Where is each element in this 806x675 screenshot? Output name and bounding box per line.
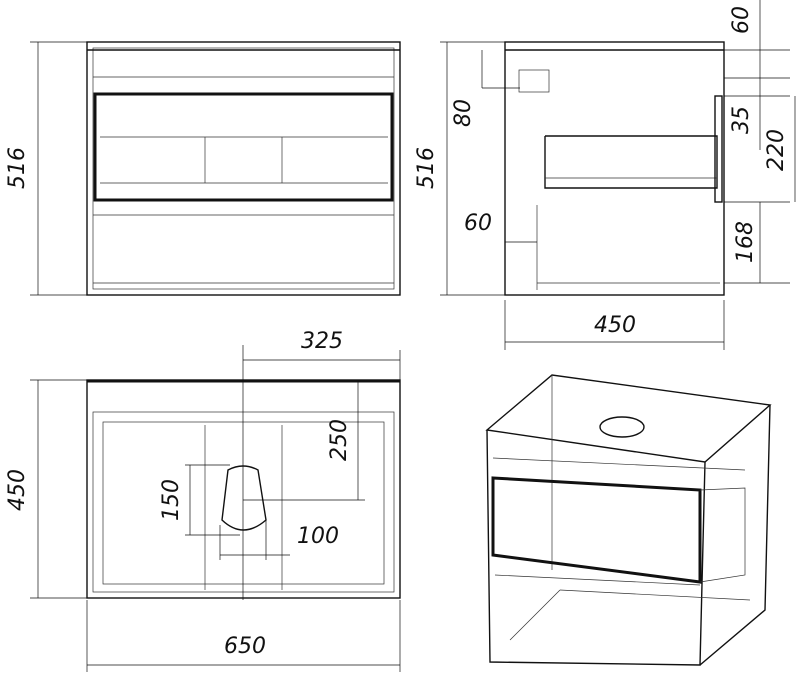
side-depth-label: 450 (594, 313, 636, 338)
front-view: 516 (5, 41, 401, 296)
side-bottom-drawer-label: 168 (733, 221, 758, 263)
iso-sink-hole (599, 416, 645, 438)
side-bottom-offset-label: 60 (464, 211, 492, 236)
hole-offset-x-label: 325 (301, 329, 343, 354)
top-width-label: 650 (224, 634, 266, 659)
side-view: 516 450 80 60 60 35 220 168 (414, 0, 796, 350)
isometric-view (485, 374, 772, 666)
hole-height-label: 150 (159, 479, 184, 521)
hole-offset-y-label: 250 (327, 419, 352, 461)
sink-hole (221, 465, 267, 531)
side-rail-label: 35 (729, 106, 754, 134)
top-depth-label: 450 (5, 469, 30, 511)
hole-width-label: 100 (297, 524, 339, 549)
side-height-label: 516 (414, 147, 439, 189)
side-drawer-height-label: 220 (764, 129, 789, 171)
top-view: 325 250 150 100 450 650 (5, 329, 401, 672)
side-left-offset-label: 80 (451, 99, 476, 127)
front-height-label: 516 (5, 147, 30, 189)
side-top-offset-label: 60 (729, 6, 754, 34)
